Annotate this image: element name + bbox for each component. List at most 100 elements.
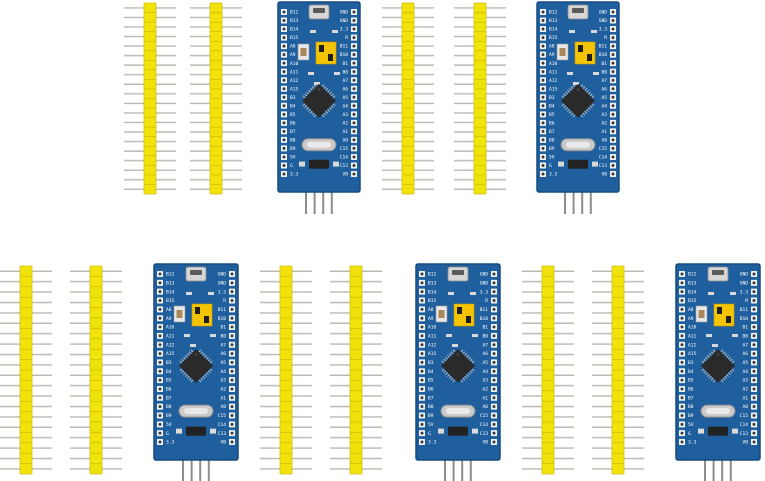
usb-port-opening [190, 270, 202, 275]
pin-hole [352, 155, 356, 159]
pin-hole [420, 334, 424, 338]
silkscreen-label-right: C15 [740, 413, 749, 419]
pin-hole [420, 431, 424, 435]
silkscreen-label-left: B5 [688, 378, 694, 384]
pin-hole [230, 272, 234, 276]
reset-button-cap [176, 310, 183, 318]
pin-hole [611, 121, 615, 125]
pin-headers-group [0, 2, 644, 475]
silkscreen-label-right: C14 [740, 422, 749, 428]
pin-hole [680, 334, 684, 338]
pin-hole [752, 396, 756, 400]
silkscreen-label-left: A8 [290, 44, 296, 50]
pin-header-strip [70, 265, 122, 475]
pin-hole [230, 431, 234, 435]
pin-hole [680, 387, 684, 391]
silkscreen-label-right: B10 [340, 52, 349, 58]
pin-hole [158, 413, 162, 417]
silkscreen-label-right: VB [742, 440, 748, 446]
silkscreen-label-left: B13 [688, 280, 697, 286]
silkscreen-label-right: A7 [342, 78, 348, 84]
silkscreen-label-left: B13 [166, 280, 175, 286]
silkscreen-label-right: VB [342, 172, 348, 178]
pin-hole [282, 61, 286, 65]
pin-header-strip [522, 265, 574, 475]
pin-hole [752, 334, 756, 338]
pin-hole [680, 440, 684, 444]
silkscreen-label-left: 3.3 [166, 440, 175, 446]
chip-body [441, 348, 475, 383]
silkscreen-label-right: A3 [742, 378, 748, 384]
smd-component [299, 161, 305, 167]
pin-hole [541, 146, 545, 150]
silkscreen-label-left: B3 [428, 360, 434, 366]
silkscreen-label-right: A7 [482, 342, 488, 348]
pin-hole [752, 360, 756, 364]
stm32-mcu-chip [561, 83, 595, 118]
silkscreen-label-right: GND [740, 280, 749, 286]
smd-component [472, 428, 478, 434]
pin-hole [492, 405, 496, 409]
silkscreen-label-right: R [345, 35, 348, 41]
pin-hole [492, 360, 496, 364]
silkscreen-label-right: A5 [342, 95, 348, 101]
pin-hole [352, 78, 356, 82]
pin-hole [680, 422, 684, 426]
silkscreen-label-left: B8 [166, 404, 172, 410]
silkscreen-label-left: B3 [688, 360, 694, 366]
silkscreen-label-left: A9 [428, 316, 434, 322]
silkscreen-label-right: C13 [340, 163, 349, 169]
pin-hole [492, 422, 496, 426]
pin-hole [352, 172, 356, 176]
silkscreen-label-right: C13 [480, 431, 489, 437]
pin-hole [230, 334, 234, 338]
silkscreen-label-right: GND [740, 272, 749, 278]
silkscreen-label-left: B3 [549, 95, 555, 101]
silkscreen-label-left: B7 [290, 129, 296, 135]
silkscreen-label-left: B9 [549, 146, 555, 152]
pin-hole [541, 172, 545, 176]
pin-hole [541, 61, 545, 65]
silkscreen-label-left: B15 [290, 35, 299, 41]
smd-component [438, 428, 444, 434]
silkscreen-label-right: A7 [220, 342, 226, 348]
silkscreen-label-right: GND [599, 10, 608, 16]
pin-hole [752, 316, 756, 320]
pin-hole [158, 440, 162, 444]
silkscreen-label-left: B14 [688, 289, 697, 295]
pin-hole [541, 36, 545, 40]
smd-component [190, 344, 196, 347]
pin-hole [541, 163, 545, 167]
silkscreen-label-left: A8 [428, 307, 434, 313]
pin-hole [230, 440, 234, 444]
silkscreen-label-left: 3.3 [688, 440, 697, 446]
pin-hole [158, 307, 162, 311]
silkscreen-label-left: B5 [428, 378, 434, 384]
silkscreen-label-right: A5 [601, 95, 607, 101]
smd-component [308, 72, 314, 75]
silkscreen-label-right: A1 [742, 395, 748, 401]
silkscreen-label-right: B11 [340, 44, 349, 50]
silkscreen-label-right: A2 [742, 387, 748, 393]
silkscreen-label-right: 3.3 [218, 289, 227, 295]
pin-hole [541, 121, 545, 125]
silkscreen-label-left: A15 [549, 86, 558, 92]
voltage-regulator [568, 159, 588, 169]
silkscreen-label-left: A8 [166, 307, 172, 313]
pin-hole [352, 163, 356, 167]
reset-button-cap [438, 310, 445, 318]
pin-hole [680, 405, 684, 409]
pin-hole [680, 281, 684, 285]
pin-hole [352, 138, 356, 142]
silkscreen-label-right: A6 [220, 351, 226, 357]
silkscreen-label-left: A11 [549, 69, 558, 75]
smd-component [592, 161, 598, 167]
silkscreen-label-right: A4 [482, 369, 488, 375]
silkscreen-label-right: VB [220, 440, 226, 446]
silkscreen-label-right: B0 [601, 69, 607, 75]
silkscreen-label-right: VB [601, 172, 607, 178]
jumper-cap [726, 316, 731, 323]
pin-hole [230, 413, 234, 417]
pin-hole [752, 325, 756, 329]
pin-hole [611, 27, 615, 31]
